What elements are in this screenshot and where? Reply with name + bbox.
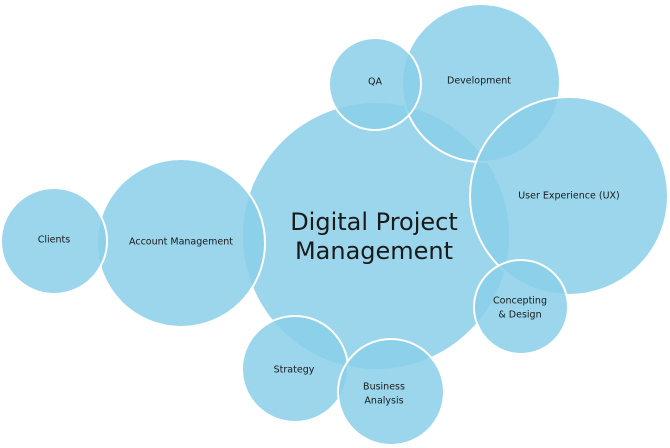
bubble-business-analysis bbox=[337, 338, 445, 446]
label-ux: User Experience (UX) bbox=[518, 191, 620, 202]
bubble-qa bbox=[328, 37, 422, 131]
bubble-concepting bbox=[473, 259, 569, 355]
label-business-analysis-line1: Business bbox=[363, 382, 405, 393]
label-qa: QA bbox=[368, 77, 382, 88]
label-strategy: Strategy bbox=[274, 365, 315, 376]
label-business-analysis-line2: Analysis bbox=[364, 396, 403, 407]
center-title-line2: Management bbox=[295, 237, 453, 265]
label-clients: Clients bbox=[38, 235, 71, 246]
label-concepting-line1: Concepting bbox=[493, 296, 547, 307]
label-development: Development bbox=[447, 76, 511, 87]
center-title-line1: Digital Project bbox=[290, 208, 458, 236]
bubble-ux bbox=[469, 96, 669, 296]
label-concepting-line2: & Design bbox=[498, 310, 541, 321]
bubble-clients bbox=[0, 187, 108, 295]
label-account-management: Account Management bbox=[129, 237, 233, 248]
